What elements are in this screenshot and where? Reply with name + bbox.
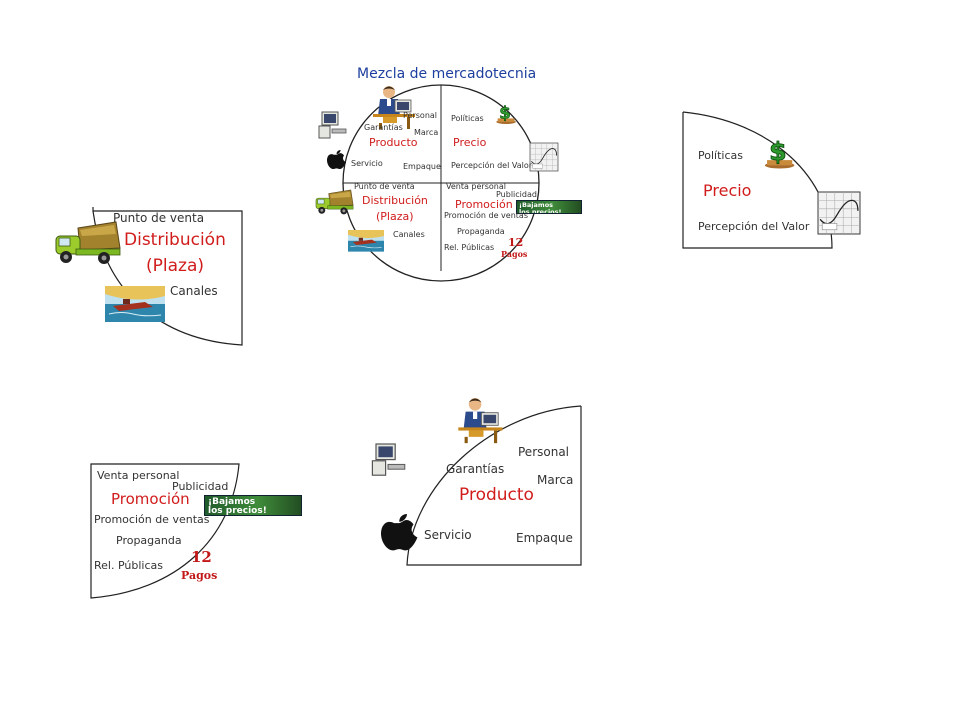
- promocion-item-venta-personal: Venta personal: [97, 469, 180, 482]
- billboard-sign-icon: ¡Bajamos los precios!: [204, 495, 302, 516]
- producto-title: Producto: [459, 485, 534, 505]
- distribucion-title: Distribución: [124, 230, 226, 250]
- wheel-producto-item-garantias: Garantías: [364, 123, 403, 132]
- wheel-promocion-item-publicidad: Publicidad: [496, 190, 537, 199]
- wheel-promocion-item-venta-personal: Venta personal: [446, 182, 506, 191]
- promocion-item-propaganda: Propaganda: [116, 534, 182, 547]
- desktop-computer-icon: [371, 443, 406, 476]
- promocion-quadrant-outline: [90, 463, 240, 599]
- promocion-item-rel-publicas: Rel. Públicas: [94, 559, 163, 572]
- producto-item-empaque: Empaque: [516, 531, 573, 545]
- promocion-item-promocion-ventas: Promoción de ventas: [94, 513, 210, 526]
- wheel-producto-title: Producto: [369, 136, 418, 149]
- promocion-payments-label: Pagos: [181, 569, 218, 582]
- dollar-sign-icon: [496, 102, 517, 125]
- producto-item-marca: Marca: [537, 473, 574, 487]
- dump-truck-icon: [55, 221, 121, 265]
- promocion-payments-number: 12: [191, 548, 212, 566]
- promocion-sign-line1: ¡Bajamos: [208, 497, 256, 507]
- precio-item-percepcion: Percepción del Valor: [698, 220, 810, 233]
- wheel-distribucion-item-punto-de-venta: Punto de venta: [354, 182, 415, 191]
- precio-quadrant-outline: [682, 111, 833, 249]
- distribucion-item-canales: Canales: [170, 284, 218, 298]
- promocion-sign-line2: los precios!: [208, 506, 267, 516]
- wheel-distribucion-subtitle: (Plaza): [376, 210, 414, 223]
- wheel-promocion-item-promocion-ventas: Promoción de ventas: [444, 211, 528, 220]
- wheel-producto-item-marca: Marca: [414, 128, 439, 137]
- wheel-precio-item-politicas: Políticas: [451, 114, 484, 123]
- wheel-distribucion-title: Distribución: [362, 194, 428, 207]
- wheel-promocion-title: Promoción: [455, 198, 513, 211]
- precio-title: Precio: [703, 181, 752, 200]
- wheel-precio-item-percepcion: Percepción del Valor: [451, 161, 533, 170]
- ship-icon: [347, 229, 385, 252]
- wheel-producto-item-servicio: Servicio: [351, 159, 383, 168]
- dollar-sign-icon: [764, 136, 795, 169]
- wheel-sign-line1: ¡Bajamos: [519, 201, 554, 209]
- desktop-computer-icon: [318, 111, 347, 139]
- distribucion-subtitle: (Plaza): [146, 256, 204, 276]
- price-graph-icon: [817, 191, 861, 235]
- ship-icon: [104, 285, 166, 323]
- producto-quadrant-outline: [406, 405, 582, 566]
- apple-logo-icon: [381, 514, 418, 551]
- diagram-title: Mezcla de mercadotecnia: [357, 66, 537, 82]
- wheel-payments-number: 12: [508, 236, 524, 249]
- main-wheel: [342, 84, 540, 282]
- promocion-item-publicidad: Publicidad: [172, 480, 229, 493]
- wheel-distribucion-item-canales: Canales: [393, 230, 425, 239]
- precio-item-politicas: Políticas: [698, 149, 743, 162]
- apple-logo-icon: [327, 150, 347, 170]
- wheel-sign-line2: los precios!: [519, 207, 562, 214]
- wheel-precio-title: Precio: [453, 136, 487, 149]
- producto-item-garantias: Garantías: [446, 462, 505, 476]
- billboard-sign-icon: ¡Bajamos los precios!: [516, 200, 582, 214]
- distribucion-item-punto-de-venta: Punto de venta: [113, 211, 205, 225]
- wheel-producto-item-empaque: Empaque: [403, 162, 441, 171]
- promocion-title: Promoción: [111, 490, 190, 508]
- wheel-producto-item-personal: Personal: [403, 111, 438, 120]
- person-at-computer-icon: [457, 397, 503, 444]
- producto-item-personal: Personal: [518, 445, 570, 459]
- wheel-promocion-item-propaganda: Propaganda: [457, 227, 505, 236]
- wheel-promocion-item-rel-publicas: Rel. Públicas: [444, 243, 495, 252]
- price-graph-icon: [529, 142, 559, 172]
- producto-item-servicio: Servicio: [424, 528, 472, 542]
- wheel-payments-label: Pagos: [501, 249, 528, 259]
